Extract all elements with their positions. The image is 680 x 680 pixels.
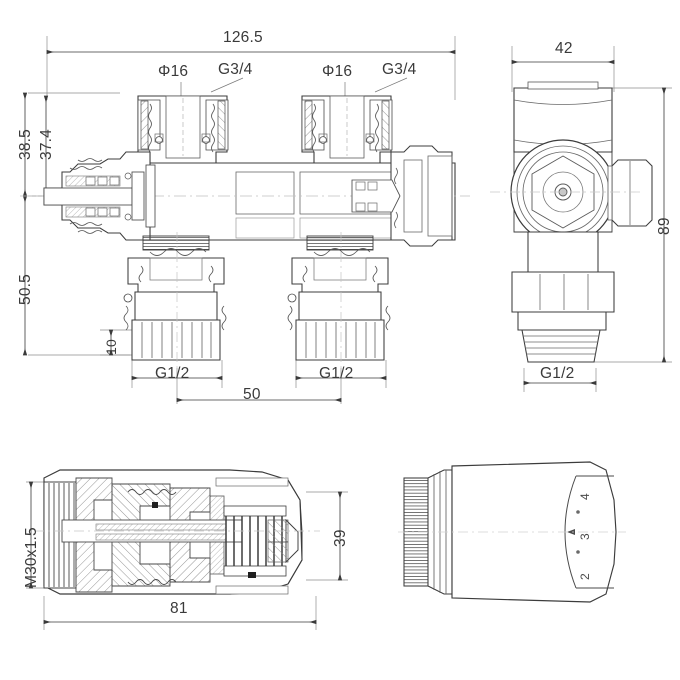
side-valve-body [510, 139, 616, 245]
dim-height-lower: 50.5 [17, 274, 34, 305]
dim-head-height: 39 [332, 529, 349, 547]
scale-mark-4: 4 [578, 493, 592, 500]
left-upper-port [137, 95, 229, 164]
dim-offset: 10 [103, 339, 119, 355]
label-thread-right: G3/4 [382, 61, 417, 78]
scale-tick-dots [576, 510, 580, 554]
dim-side-height: 89 [656, 217, 673, 235]
label-outlet-left: G1/2 [155, 365, 190, 382]
view-head-exterior [398, 461, 626, 603]
dim-height-inner: 37.4 [38, 129, 55, 160]
scale-mark-3: 3 [578, 533, 592, 540]
label-pipe-left: Φ16 [158, 63, 189, 80]
dim-centre-spacing: 50 [243, 386, 261, 403]
seal-band-left [142, 235, 210, 251]
view-side [490, 46, 672, 392]
view-front-assembly [20, 36, 470, 404]
right-upper-port [301, 95, 393, 164]
dim-overall-length: 126.5 [223, 29, 263, 46]
head-spring [225, 508, 283, 574]
dim-side-width: 42 [555, 40, 573, 57]
side-lower-outlet [511, 231, 615, 363]
view-head-section [26, 469, 348, 630]
scale-mark-2: 2 [578, 573, 592, 580]
side-right-nut [607, 159, 653, 227]
leader-lines-front [180, 77, 408, 96]
right-union-nut [351, 145, 453, 247]
label-side-thread: G1/2 [540, 365, 575, 382]
head-small-springs [127, 489, 256, 585]
left-lower-outlet [123, 232, 227, 372]
seal-band-right [306, 235, 374, 251]
left-valve-insert [43, 151, 156, 241]
dim-head-length: 81 [170, 600, 188, 617]
label-thread-left: G3/4 [218, 61, 253, 78]
dim-height-outer: 38.5 [17, 129, 34, 160]
scale-pointer [567, 529, 575, 535]
label-pipe-right: Φ16 [322, 63, 353, 80]
right-lower-outlet [287, 232, 391, 372]
label-outlet-right: G1/2 [319, 365, 354, 382]
label-head-thread: M30x1.5 [23, 527, 40, 588]
